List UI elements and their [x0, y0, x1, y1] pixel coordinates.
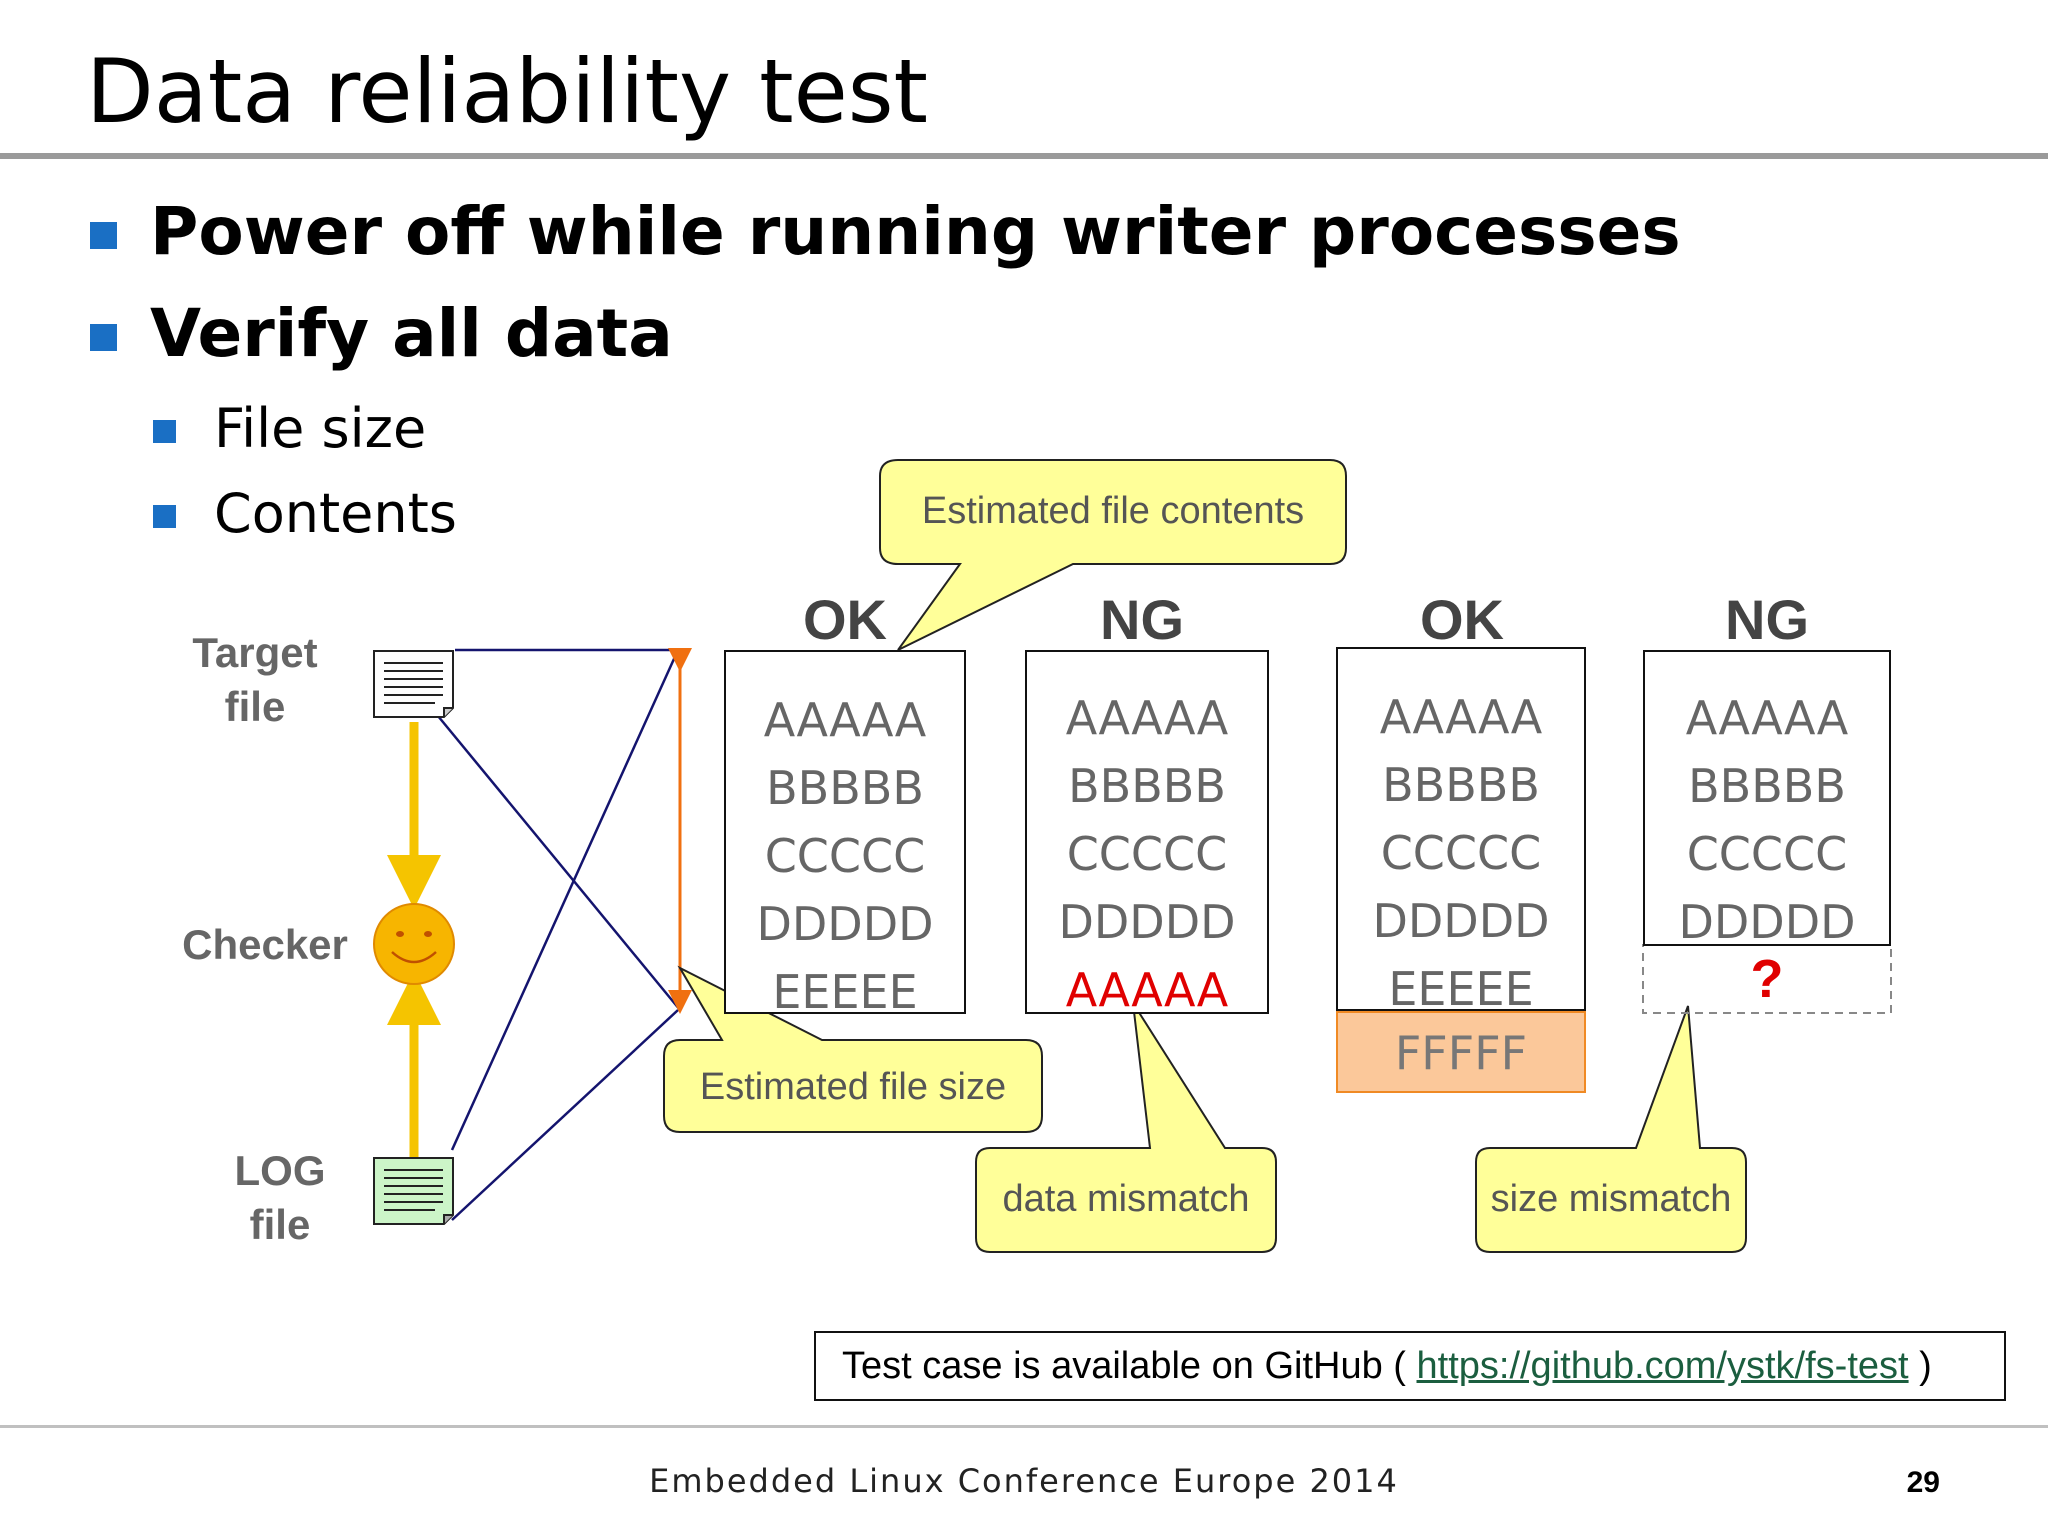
- file-contents-box: AAAAA BBBBB CCCCC DDDDD EEEEE: [1336, 647, 1586, 1016]
- data-row: AAAAA: [763, 693, 927, 747]
- extra-data-box: FFFFF: [1336, 1011, 1586, 1093]
- data-row: DDDDD: [1058, 895, 1236, 949]
- file-contents-box: AAAAA BBBBB CCCCC DDDDD AAAAA: [1025, 650, 1269, 1017]
- data-row: CCCCC: [1686, 827, 1848, 881]
- page-number: 29: [1906, 1466, 1940, 1499]
- callout-data-mismatch-text: data mismatch: [1002, 1178, 1250, 1220]
- bullet-marker: [90, 324, 117, 351]
- target-file-label: Target file: [192, 629, 318, 730]
- missing-data-mark: ?: [1750, 949, 1784, 1009]
- footer-divider: [0, 1425, 2048, 1428]
- missing-data-box: [1642, 944, 1892, 1014]
- data-row: AAAAA: [1685, 691, 1849, 745]
- log-file-label: LOG file: [234, 1147, 326, 1248]
- data-row: BBBBB: [1068, 759, 1226, 813]
- sub-bullet-contents: Contents: [214, 482, 457, 545]
- log-file-icon: [373, 1157, 454, 1225]
- mismatch-data-row: AAAAA: [1065, 963, 1229, 1017]
- bullet-marker: [90, 222, 117, 249]
- callout-size-text: Estimated file size: [699, 1066, 1007, 1108]
- sub-bullet-marker: [153, 505, 176, 528]
- callout-size-mismatch-bubble: [1475, 1005, 1747, 1253]
- checker-smiley-icon: [373, 903, 455, 985]
- github-note: Test case is available on GitHub ( https…: [814, 1331, 2006, 1401]
- github-link[interactable]: https://github.com/ystk/fs-test: [1416, 1345, 1909, 1387]
- status-label: NG: [1100, 588, 1184, 651]
- checker-label: Checker: [182, 921, 348, 968]
- file-contents-box: AAAAA BBBBB CCCCC DDDDD EEEEE: [724, 650, 966, 1019]
- title-divider: [0, 153, 2048, 159]
- callout-contents-bubble: [879, 459, 1347, 651]
- footer-conference: Embedded Linux Conference Europe 2014: [649, 1462, 1399, 1500]
- callout-data-mismatch-bubble: [975, 1002, 1277, 1253]
- data-row: BBBBB: [1688, 759, 1846, 813]
- slide-title: Data reliability test: [86, 40, 929, 143]
- sub-bullet-marker: [153, 420, 176, 443]
- bullet-power-off: Power off while running writer processes: [150, 193, 1681, 270]
- data-row: EEEEE: [1388, 962, 1534, 1016]
- bullet-verify: Verify all data: [150, 295, 673, 372]
- data-row: CCCCC: [764, 829, 926, 883]
- data-row: EEEEE: [772, 965, 918, 1019]
- data-row: DDDDD: [1678, 895, 1856, 949]
- status-label: OK: [803, 588, 887, 651]
- sub-bullet-file-size: File size: [214, 397, 427, 460]
- file-contents-box: AAAAA BBBBB CCCCC DDDDD: [1643, 650, 1891, 949]
- status-label: NG: [1725, 588, 1809, 651]
- status-label: OK: [1420, 588, 1504, 651]
- data-row: DDDDD: [756, 897, 934, 951]
- github-note-suffix: ): [1908, 1345, 1932, 1387]
- data-row: BBBBB: [766, 761, 924, 815]
- extra-data-row: FFFFF: [1394, 1026, 1528, 1080]
- connector-lines: [437, 648, 681, 1221]
- data-row: DDDDD: [1372, 894, 1550, 948]
- data-row: AAAAA: [1065, 691, 1229, 745]
- github-note-prefix: Test case is available on GitHub (: [842, 1345, 1417, 1387]
- data-row: CCCCC: [1380, 826, 1542, 880]
- data-row: CCCCC: [1066, 827, 1228, 881]
- target-file-icon: [373, 650, 454, 718]
- callout-size-mismatch-text: size mismatch: [1490, 1178, 1732, 1220]
- callout-contents-text: Estimated file contents: [921, 490, 1305, 532]
- data-row: AAAAA: [1379, 690, 1543, 744]
- data-row: BBBBB: [1382, 758, 1540, 812]
